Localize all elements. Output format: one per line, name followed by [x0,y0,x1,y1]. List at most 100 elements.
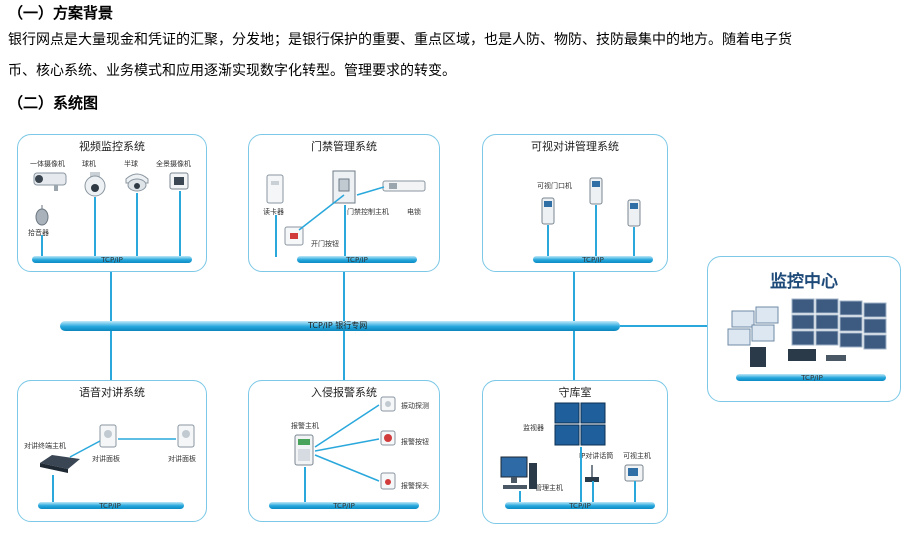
video-bus [32,256,192,263]
connector-voice [110,331,112,381]
video-intercom-title: 可视对讲管理系统 [531,140,619,153]
video-surveillance-title: 视频监控系统 [79,140,145,153]
label-door-controller: 门禁控制主机 [347,208,389,216]
exit-button-icon [284,226,304,246]
label-visual-host: 可视主机 [623,452,651,460]
drop-line [344,205,346,257]
intrusion-alarm-title: 入侵报警系统 [311,386,377,399]
connector-alarm [343,331,345,382]
label-ptz-camera: 球机 [82,160,96,168]
drop-line [41,235,43,257]
label-ip-intercom-mic: IP对讲话筒 [579,452,614,460]
label-dome-camera: 半球 [124,160,138,168]
ip-intercom-mic-icon [585,465,599,482]
visual-host-icon [624,464,644,482]
connector-video [110,264,112,321]
voice-wiring [69,438,176,458]
label-management-host: 管理主机 [535,484,563,492]
door-station-icon [627,199,641,227]
connector-vault [573,331,575,381]
alarm-bus [269,502,419,509]
label-intercom-panel: 对讲面板 [168,455,196,463]
alarm-detector-icon [380,472,396,490]
dome-camera-icon [125,173,149,192]
drop-line [633,227,635,257]
intercom-host-icon [40,455,80,473]
label-vibration-detector: 振动探测 [401,402,429,410]
door-station-icon [589,177,603,205]
alarm-host-icon [294,434,314,466]
label-panoramic-camera: 全景摄像机 [156,160,191,168]
label-card-reader: 读卡器 [263,208,284,216]
section-heading-diagram: （二）系统图 [8,94,99,112]
label-bullet-camera: 一体摄像机 [30,160,65,168]
voice-intercom-box: 语音对讲系统 对讲终端主机 对讲面板 对讲面板 TCP/IP [17,380,207,522]
door-controller-icon [332,170,356,204]
drop-line [304,467,306,503]
label-exit-button: 开门按钮 [311,240,339,248]
drop-line [580,447,582,503]
pickup-icon [35,205,49,226]
drop-line [592,481,594,503]
intercom-bus [533,256,653,263]
label-pickup: 拾音器 [28,229,49,237]
alarm-wiring [314,404,380,482]
drop-line [595,205,597,257]
access-control-box: 门禁管理系统 读卡器 门禁控制主机 电锁 开门按钮 TCP/IP [248,134,440,272]
intercom-bus-label: TCP/IP [582,256,604,264]
intercom-panel-icon [177,424,195,448]
bullet-camera-icon [33,172,67,191]
alarm-button-icon [380,430,396,446]
access-wiring [298,186,385,231]
management-host-icon [500,456,537,489]
paragraph-line-1: 银行网点是大量现金和凭证的汇聚，分发地；是银行保护的重要、重点区域，也是人防、物… [8,32,792,48]
label-alarm-detector: 报警探头 [401,482,429,490]
center-bus-label: TCP/IP [801,374,823,382]
drop-line [275,215,277,257]
paragraph-line-2: 币、核心系统、业务模式和应用逐渐实现数字化转型。管理要求的转变。 [8,63,456,79]
card-reader-icon [266,174,284,204]
main-bus-label: TCP/IP 银行专网 [308,321,368,330]
voice-bus [38,502,184,509]
video-bus-label: TCP/IP [101,256,123,264]
access-bus-label: TCP/IP [346,256,368,264]
electric-lock-icon [382,180,426,192]
vault-bus [505,502,655,509]
vault-bus-label: TCP/IP [569,502,591,510]
vault-room-box: 守库室 监视器 IP对讲话筒 可视主机 管理主机 TCP/IP [482,380,668,524]
alarm-bus-label: TCP/IP [333,502,355,510]
door-station-icon [541,197,555,225]
main-network-bus [60,321,620,331]
label-alarm-host: 报警主机 [291,422,319,430]
video-intercom-box: 可视对讲管理系统 可视门口机 TCP/IP [482,134,668,272]
voice-intercom-title: 语音对讲系统 [79,386,145,399]
connector-intercom [573,270,575,321]
ptz-camera-icon [84,172,106,197]
drop-line [519,491,521,503]
access-bus [297,256,417,263]
label-alarm-button: 报警按钮 [401,438,429,446]
intrusion-alarm-box: 入侵报警系统 报警主机 振动探测 报警按钮 报警探头 TCP/IP [248,380,440,522]
vibration-detector-icon [380,396,396,412]
monitor-wall-icon [554,402,606,446]
drop-line [547,225,549,257]
voice-bus-label: TCP/IP [99,502,121,510]
access-control-title: 门禁管理系统 [311,140,377,153]
drop-line [634,481,636,503]
vault-room-title: 守库室 [558,386,592,399]
monitoring-center-box: 监控中心 TCP/IP [707,256,901,402]
section-heading-background: （一）方案背景 [8,4,114,22]
connector-center [620,325,708,327]
label-electric-lock: 电锁 [407,208,421,216]
video-wall-icon [727,298,887,367]
connector-access [343,270,345,321]
label-door-station: 可视门口机 [537,182,572,190]
monitoring-center-title: 监控中心 [770,272,838,292]
label-monitor: 监视器 [523,424,544,432]
drop-line [179,191,181,257]
panoramic-camera-icon [169,172,189,190]
center-bus [736,374,886,381]
drop-line [52,475,54,503]
intercom-panel-icon [99,424,117,448]
drop-line [136,193,138,257]
